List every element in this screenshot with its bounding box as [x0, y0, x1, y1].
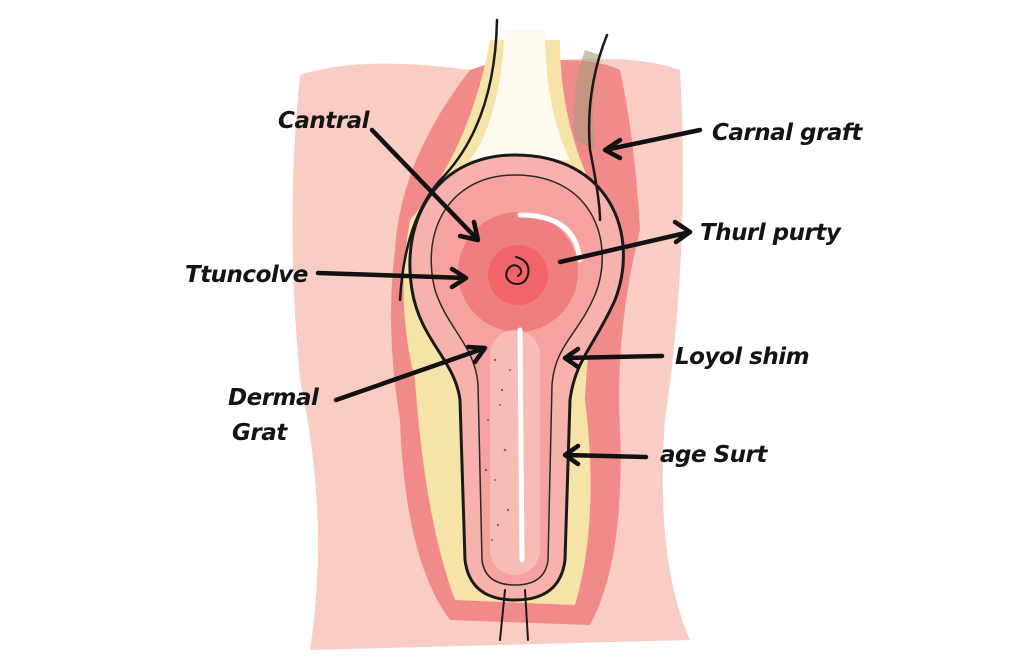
arrow-loyol-shim — [562, 346, 665, 370]
ink-bottom-stem — [499, 589, 529, 641]
spiral — [505, 256, 530, 285]
arrow-age-surt — [562, 443, 649, 467]
arrow-dermal-grat — [333, 344, 488, 403]
label-cantral: Cantral — [278, 108, 371, 134]
label-age-surt: age Surt — [660, 442, 768, 468]
label-ttuncolve: Ttuncolve — [185, 262, 308, 288]
ink-right-vessel — [587, 33, 609, 222]
label-thurl-purty: Thurl purty — [700, 220, 842, 246]
arrow-ttuncolve — [315, 266, 469, 290]
label-loyol-shim: Loyol shim — [675, 344, 809, 370]
label-carnal-graft: Carnal graft — [712, 120, 863, 146]
highlight — [517, 212, 583, 563]
arrow-thurl-purty — [557, 219, 693, 265]
label-dermal-grat-line1: Dermal — [228, 385, 320, 411]
arrow-carnal-graft — [602, 127, 703, 161]
white-channel — [470, 30, 570, 160]
ink-left-vessel — [398, 18, 499, 302]
dermal-tube — [490, 330, 540, 575]
arrow-cantral — [369, 127, 481, 243]
label-dermal-grat-line2: Grat — [232, 420, 288, 446]
stippling — [484, 358, 511, 541]
